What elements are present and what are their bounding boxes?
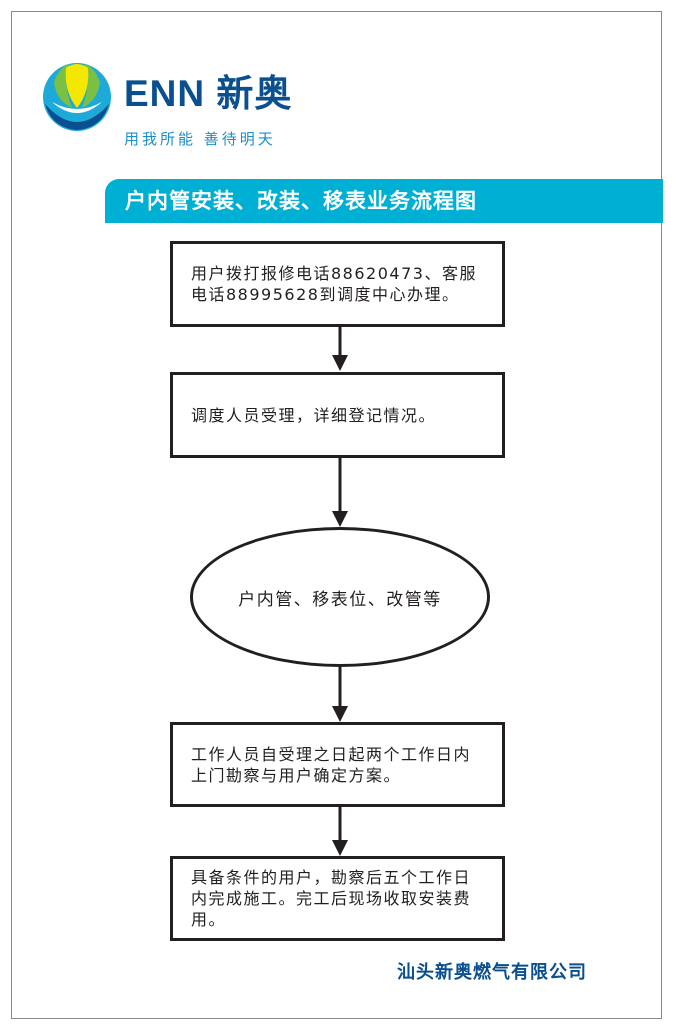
arrow-head-icon [332,355,348,371]
flow-step-5: 具备条件的用户，勘察后五个工作日内完成施工。完工后现场收取安装费用。 [170,856,505,941]
slogan: 用我所能 善待明天 [124,130,276,148]
flow-step-3: 户内管、移表位、改管等 [190,527,490,667]
flow-step-1: 用户拨打报修电话88620473、客服电话88995628到调度中心办理。 [170,241,505,327]
arrow-head-icon [332,840,348,856]
flow-step-text: 户内管、移表位、改管等 [238,589,442,610]
arrow-head-icon [332,706,348,722]
enn-logo-icon [43,63,111,131]
flow-step-4: 工作人员自受理之日起两个工作日内上门勘察与用户确定方案。 [170,722,505,807]
arrow-head-icon [332,511,348,527]
flow-step-text: 具备条件的用户，勘察后五个工作日内完成施工。完工后现场收取安装费用。 [191,868,472,929]
brand-name: ENN 新奥 [124,73,293,114]
page-frame [11,11,662,1019]
flow-step-text: 用户拨打报修电话88620473、客服电话88995628到调度中心办理。 [191,264,477,304]
flow-step-2: 调度人员受理，详细登记情况。 [170,372,505,458]
flow-step-text: 工作人员自受理之日起两个工作日内上门勘察与用户确定方案。 [191,744,472,785]
flow-step-text: 调度人员受理，详细登记情况。 [191,405,437,425]
company-name: 汕头新奥燃气有限公司 [397,962,587,983]
page-title: 户内管安装、改装、移表业务流程图 [105,179,663,223]
